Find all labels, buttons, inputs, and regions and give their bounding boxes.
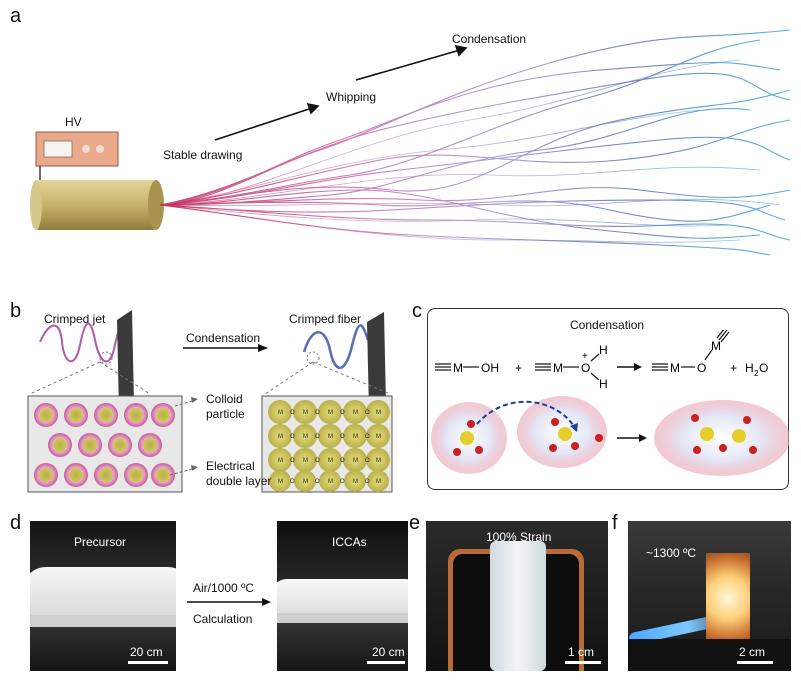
eq-h2o-o: O: [759, 361, 768, 375]
edl-label-1: Electrical: [206, 459, 255, 473]
spinneret-cylinder-icon: [30, 180, 164, 230]
eq-h2o-h: H: [745, 361, 754, 375]
crimped-fiber-spiral: [304, 325, 368, 368]
atom-m-label: M: [328, 458, 333, 464]
atom-o-label: O: [315, 410, 320, 416]
scale-e: 1 cm: [568, 645, 594, 659]
atom-o-label: O: [315, 458, 320, 464]
hv-label: HV: [65, 115, 82, 129]
scale-bar-iccas: [367, 661, 405, 664]
atom-o-label: O: [290, 458, 295, 464]
atom-m-label: M: [376, 410, 381, 416]
panel-letter-e: e: [409, 512, 420, 535]
eq-oh: OH: [481, 361, 499, 375]
atom-o-label: O: [365, 479, 370, 485]
atom-m-label: M: [278, 479, 283, 485]
precursor-label: Precursor: [74, 535, 126, 549]
atom-m-label: M: [328, 410, 333, 416]
atom-m-label: M: [278, 458, 283, 464]
eq-plus2: +: [730, 361, 737, 375]
panel-letter-f: f: [612, 512, 618, 535]
atom-m-label: M: [303, 479, 308, 485]
molecular-orbitals: [427, 390, 789, 488]
eq-m4: M: [711, 339, 721, 353]
atom-m-label: M: [278, 410, 283, 416]
eq-o: O: [581, 361, 590, 375]
flame-photo: [628, 521, 791, 671]
scale-iccas: 20 cm: [372, 645, 405, 659]
colloid-particle-label-1: Colloid: [206, 392, 243, 406]
atom-o-label: O: [365, 410, 370, 416]
atom-o-label: O: [315, 434, 320, 440]
strain-label: 100% Strain: [486, 530, 551, 544]
eq-h-top: H: [599, 343, 608, 357]
atom-m-label: M: [376, 479, 381, 485]
atom-m-label: M: [303, 434, 308, 440]
panel-letter-c: c: [412, 300, 422, 323]
atom-m-label: M: [376, 458, 381, 464]
process-arrow-d: [185, 596, 275, 608]
scale-bar-f: [737, 661, 773, 664]
stable-drawing-label: Stable drawing: [163, 148, 242, 162]
atom-m-label: M: [353, 458, 358, 464]
colloid-particle-label-2: particle: [206, 407, 245, 421]
scale-bar-e: [565, 661, 601, 664]
atom-o-label: O: [340, 410, 345, 416]
atom-o-label: O: [365, 458, 370, 464]
atom-m-label: M: [328, 434, 333, 440]
reaction-equation: M OH + M O + H H M O M + H 2 O: [427, 330, 789, 390]
fiber-plume-dense: [165, 60, 780, 242]
arrow-top-label: Air/1000 ºC: [193, 581, 254, 595]
atom-o-label: O: [290, 434, 295, 440]
atom-m-label: M: [303, 458, 308, 464]
atom-o-label: O: [340, 434, 345, 440]
eq-m1: M: [453, 361, 463, 375]
atom-m-label: M: [353, 410, 358, 416]
atom-o-label: O: [290, 410, 295, 416]
atom-m-label: M: [328, 479, 333, 485]
temperature-label: ~1300 ºC: [646, 546, 696, 560]
atom-o-label: O: [315, 479, 320, 485]
atom-m-label: M: [303, 410, 308, 416]
atom-m-label: M: [353, 479, 358, 485]
edl-label-2: double layer: [206, 474, 271, 488]
eq-o2: O: [697, 361, 706, 375]
atom-o-label: O: [340, 479, 345, 485]
condensation-label-a: Condensation: [452, 32, 526, 46]
crimped-jet-spiral: [40, 324, 128, 362]
atom-o-label: O: [290, 479, 295, 485]
atom-m-label: M: [278, 434, 283, 440]
whipping-label: Whipping: [326, 90, 376, 104]
eq-plus: +: [515, 361, 522, 375]
eq-m3: M: [670, 361, 680, 375]
scale-f: 2 cm: [739, 645, 765, 659]
atom-o-label: O: [340, 458, 345, 464]
scale-precursor: 20 cm: [130, 645, 163, 659]
eq-m2: M: [553, 361, 563, 375]
electrospinning-illustration: [0, 0, 801, 270]
eq-charge: +: [582, 351, 588, 362]
fiber-plume: [160, 30, 790, 255]
scale-bar-precursor: [128, 661, 168, 664]
arrow-bottom-label: Calculation: [193, 612, 252, 626]
atom-o-label: O: [365, 434, 370, 440]
iccas-label: ICCAs: [332, 535, 367, 549]
atom-m-label: M: [353, 434, 358, 440]
panel-letter-d: d: [10, 512, 21, 535]
atom-m-label: M: [376, 434, 381, 440]
eq-h-bot: H: [599, 377, 608, 390]
